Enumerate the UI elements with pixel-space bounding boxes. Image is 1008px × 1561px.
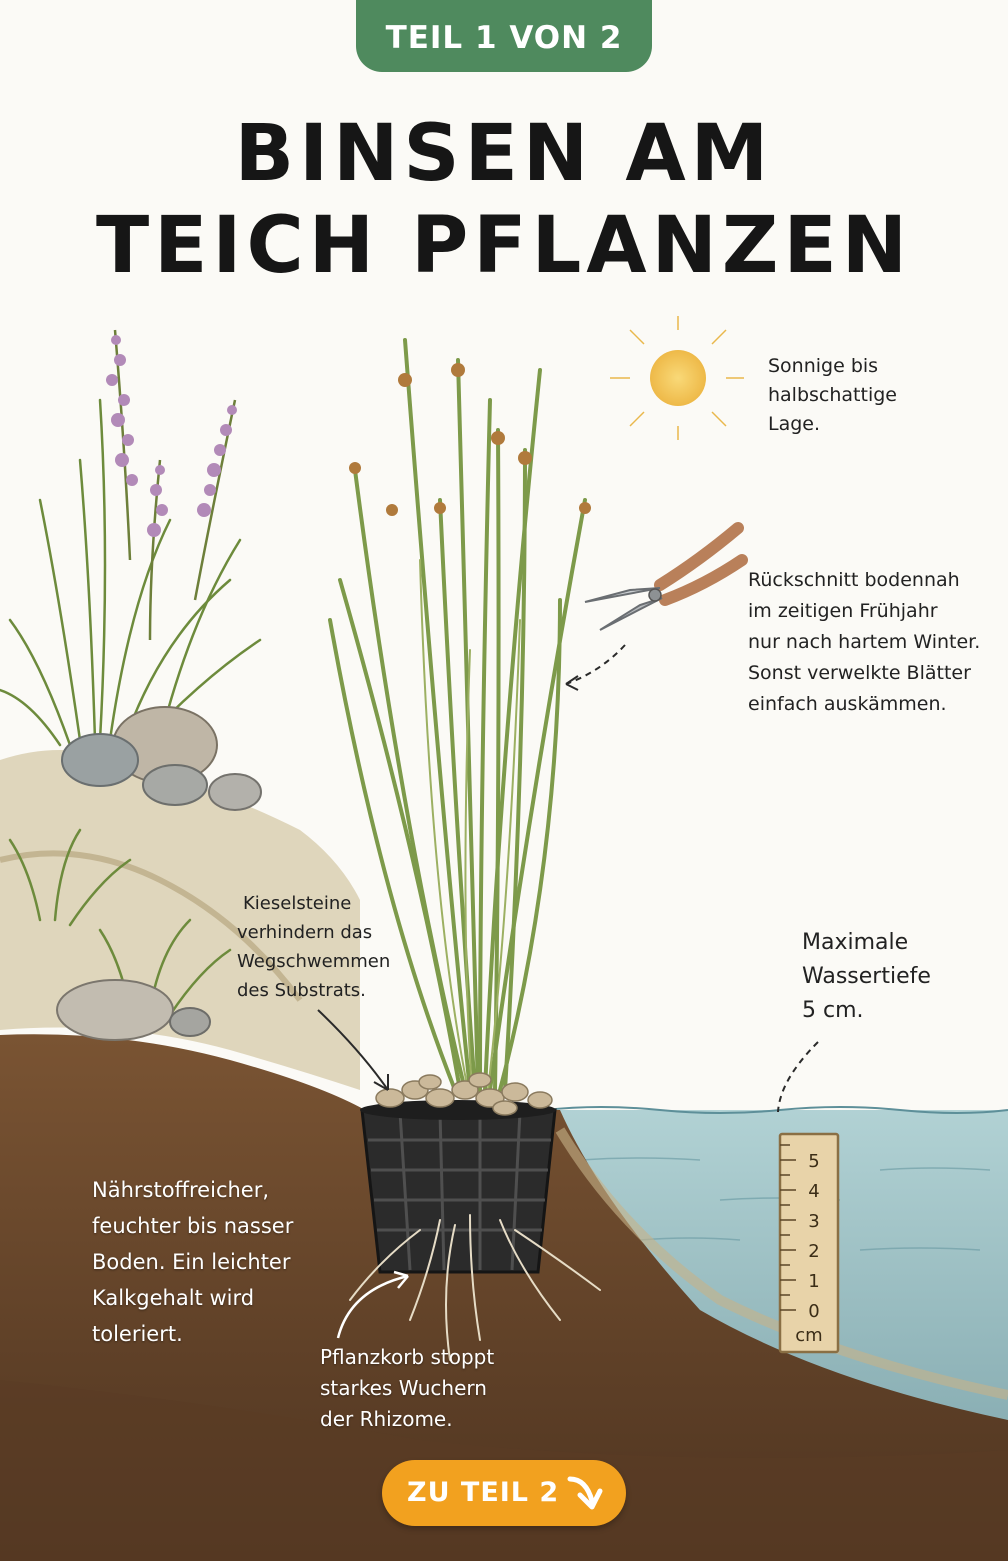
note-line: Rückschnitt bodennah — [748, 569, 960, 591]
note-line: nur nach hartem Winter. — [748, 631, 981, 653]
depth-ruler-icon: 5 4 3 2 1 0 cm — [778, 1132, 840, 1354]
pruning-shears-icon — [584, 522, 748, 631]
pebbles-note: Kieselsteine verhindern das Wegschwemmen… — [237, 889, 390, 1005]
water-surface-line — [544, 1106, 1008, 1114]
part-badge: TEIL 1 VON 2 — [356, 0, 652, 72]
pruning-note: Rückschnitt bodennah im zeitigen Frühjah… — [748, 565, 980, 720]
ruler-tick-label: 1 — [808, 1271, 819, 1292]
page-title: BINSEN AM TEICH PFLANZEN — [0, 108, 1008, 292]
note-line: Wegschwemmen — [237, 951, 391, 972]
ruler-unit-label: cm — [795, 1325, 822, 1346]
title-line: TEICH PFLANZEN — [95, 201, 913, 291]
reed-plant — [328, 338, 591, 1092]
rhizome-roots — [349, 1214, 601, 1361]
annotation-arrows — [317, 644, 819, 1113]
note-line: Sonst verwelkte Blätter — [748, 662, 971, 684]
note-line: verhindern das — [237, 922, 373, 943]
planting-basket — [360, 1072, 557, 1274]
note-line: Pflanzkorb stoppt — [320, 1345, 495, 1369]
basket-note: Pflanzkorb stoppt starkes Wuchern der Rh… — [320, 1342, 494, 1435]
basket-arrow — [336, 1270, 409, 1339]
note-line: Wassertiefe — [802, 964, 931, 989]
note-line: Boden. Ein leichter — [92, 1250, 291, 1274]
note-line: Nährstoffreicher, — [92, 1178, 270, 1202]
pond-water — [540, 1110, 1008, 1420]
pruning-leader — [565, 644, 626, 685]
depth-leader — [777, 1041, 819, 1113]
note-line: Sonnige bis — [768, 355, 879, 377]
note-line: halbschattige — [768, 384, 897, 406]
ruler-tick-label: 3 — [808, 1211, 819, 1232]
note-line: toleriert. — [92, 1322, 183, 1346]
title-line: BINSEN AM — [234, 109, 774, 199]
ruler-tick-label: 2 — [808, 1241, 819, 1262]
soil-note: Nährstoffreicher, feuchter bis nasser Bo… — [92, 1172, 293, 1352]
note-line: im zeitigen Frühjahr — [748, 600, 938, 622]
note-line: der Rhizome. — [320, 1407, 453, 1431]
next-part-label: ZU TEIL 2 — [407, 1477, 560, 1508]
note-line: des Substrats. — [237, 980, 366, 1001]
ruler-tick-label: 4 — [808, 1181, 819, 1202]
depth-note: Maximale Wassertiefe 5 cm. — [802, 926, 931, 1028]
sun-note: Sonnige bis halbschattige Lage. — [768, 352, 897, 439]
note-line: Kieselsteine — [243, 893, 352, 914]
note-line: Maximale — [802, 930, 909, 955]
pebbles-leader — [317, 1009, 389, 1091]
note-line: Kalkgehalt wird — [92, 1286, 255, 1310]
note-line: starkes Wuchern — [320, 1376, 487, 1400]
note-line: 5 cm. — [802, 998, 864, 1023]
arrow-down-right-icon — [567, 1476, 603, 1510]
sun-icon — [610, 316, 744, 440]
note-line: einfach auskämmen. — [748, 693, 947, 715]
ruler-tick-label: 5 — [808, 1151, 819, 1172]
note-line: Lage. — [768, 413, 821, 435]
next-part-button[interactable]: ZU TEIL 2 — [382, 1460, 626, 1526]
bank-rocks — [56, 706, 262, 1041]
note-line: feuchter bis nasser — [92, 1214, 294, 1238]
purple-flower-spikes — [106, 329, 237, 641]
ruler-tick-label: 0 — [808, 1301, 819, 1322]
